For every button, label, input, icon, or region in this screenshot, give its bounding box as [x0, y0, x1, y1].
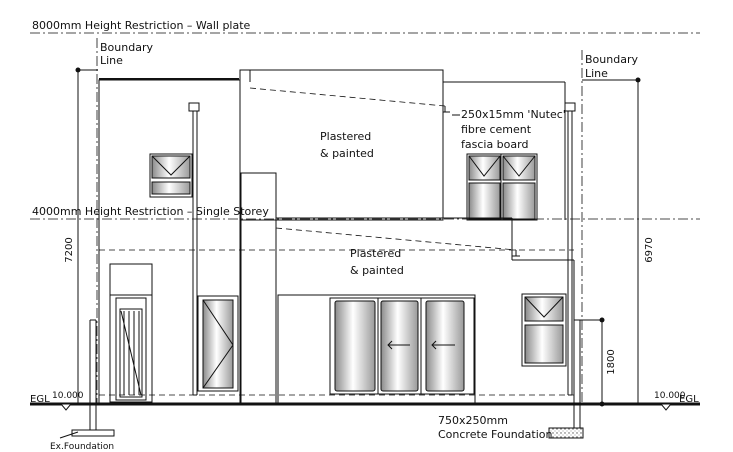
- lower-storey: [99, 172, 575, 404]
- sliding-doors: [277, 294, 476, 404]
- fascia-label-1: 250x15mm 'Nutec': [461, 108, 566, 121]
- dimension-left: 7200: [64, 67, 98, 404]
- downpipe-right: [564, 102, 576, 396]
- plaster-lower-label-1: Plastered: [350, 247, 401, 260]
- plaster-upper-label-1: Plastered: [320, 130, 371, 143]
- fascia-label-3: fascia board: [461, 138, 528, 151]
- dimension-right-value: 6970: [644, 237, 655, 262]
- entrance-gate-left: [109, 263, 153, 403]
- level-right-value: 10.000: [654, 391, 686, 401]
- dimension-wall: 1800: [573, 317, 617, 407]
- boundary-right-label-2: Line: [585, 67, 608, 80]
- boundary-left-label-1: Boundary: [100, 41, 153, 54]
- window-upper-left: [149, 153, 193, 198]
- slide-arrow-right: [431, 340, 455, 350]
- height-restriction-8000-label: 8000mm Height Restriction – Wall plate: [32, 19, 251, 32]
- foundation-label-2: Concrete Foundation: [438, 428, 552, 441]
- dimension-left-value: 7200: [64, 237, 75, 262]
- fascia-label-2: fibre cement: [461, 123, 532, 136]
- ex-foundation: Ex.Foundation: [50, 319, 115, 452]
- window-upper-right: [466, 153, 538, 221]
- side-door: [197, 295, 239, 392]
- plaster-lower-label-2: & painted: [350, 264, 404, 277]
- level-marker-right: 10.000: [654, 391, 686, 411]
- window-lower-right: [521, 293, 567, 367]
- fascia-annotation: 250x15mm 'Nutec' fibre cement fascia boa…: [452, 108, 566, 151]
- concrete-foundation: 750x250mm Concrete Foundation: [438, 404, 584, 441]
- downpipe-left: [188, 102, 200, 396]
- egl-left-label: EGL: [30, 394, 50, 405]
- height-restriction-4000-label: 4000mm Height Restriction – Single Store…: [32, 205, 269, 218]
- dimension-wall-value: 1800: [606, 349, 617, 374]
- dimension-right: 6970: [582, 77, 655, 404]
- slide-arrow-left: [387, 340, 410, 350]
- egl-right-label: EGL: [679, 394, 699, 405]
- level-marker-left: 10.000: [52, 391, 84, 411]
- level-left-value: 10.000: [52, 391, 84, 401]
- ex-foundation-label: Ex.Foundation: [50, 442, 114, 452]
- foundation-label-1: 750x250mm: [438, 414, 508, 427]
- boundary-right-label-1: Boundary: [585, 53, 638, 66]
- boundary-left-label-2: Line: [100, 54, 123, 67]
- plaster-upper-label-2: & painted: [320, 147, 374, 160]
- gate-bars: [120, 310, 142, 396]
